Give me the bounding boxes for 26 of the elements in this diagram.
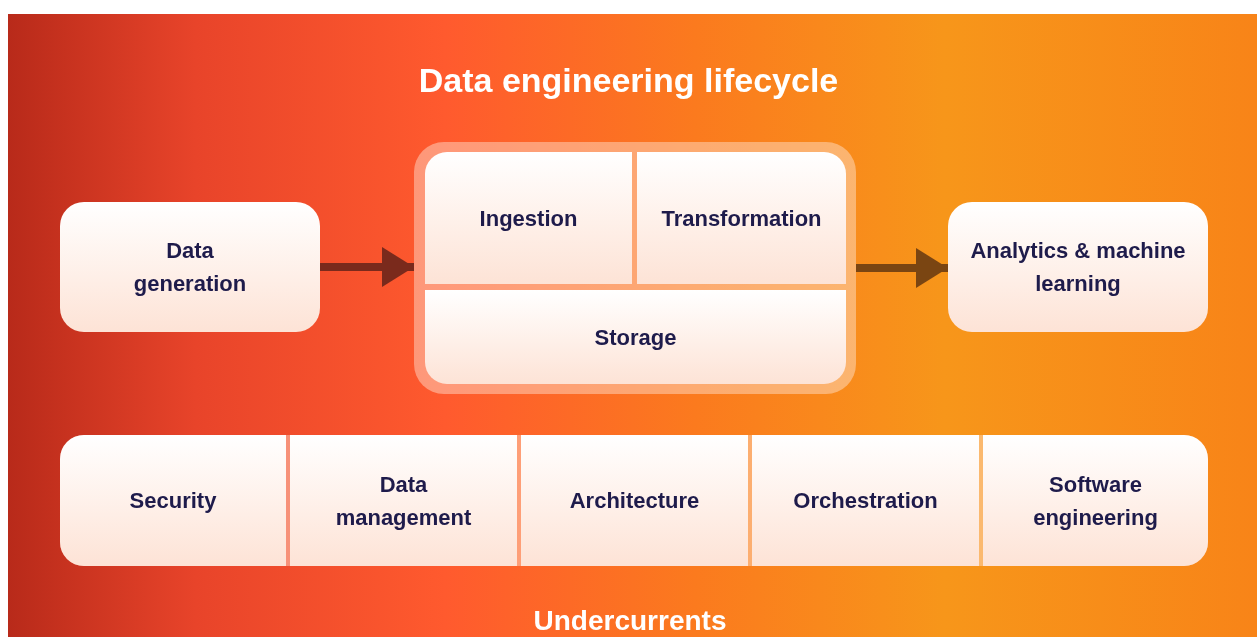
- box-label: Software engineering: [1032, 470, 1159, 532]
- process-box: [60, 202, 320, 332]
- box-label: Storage: [594, 323, 677, 352]
- diagram-title: Data engineering lifecycle: [417, 60, 840, 101]
- box-label: Data generation: [132, 237, 248, 298]
- undercurrents-band: [60, 435, 1208, 566]
- process-box: [425, 290, 846, 384]
- process-box: [521, 435, 748, 566]
- arrow: [320, 247, 414, 287]
- process-box: [637, 152, 846, 284]
- process-box: [948, 202, 1208, 332]
- box-label: Security: [129, 487, 217, 515]
- process-box: [60, 435, 286, 566]
- box-label: Orchestration: [793, 487, 938, 515]
- box-label: Analytics & machine learning: [969, 237, 1187, 298]
- lifecycle-container: [414, 142, 856, 394]
- box-label: Ingestion: [479, 204, 578, 233]
- process-box: [983, 435, 1208, 566]
- process-box: [752, 435, 979, 566]
- box-label: Architecture: [569, 487, 700, 515]
- arrow: [856, 248, 948, 288]
- process-box: [290, 435, 517, 566]
- box-label: Data management: [334, 470, 473, 532]
- section-label: Undercurrents: [532, 604, 728, 637]
- process-box: [425, 152, 632, 284]
- box-label: Transformation: [661, 204, 822, 233]
